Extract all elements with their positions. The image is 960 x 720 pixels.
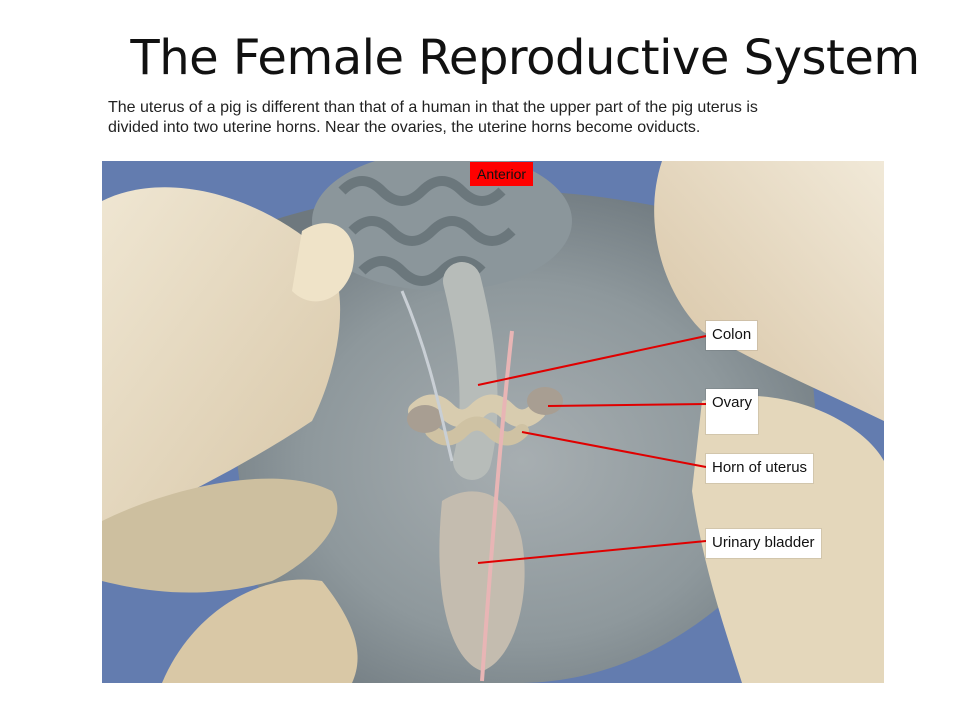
slide-title: The Female Reproductive System xyxy=(130,30,920,86)
caption-line-2: divided into two uterine horns. Near the… xyxy=(108,119,701,136)
label-horn-of-uterus: Horn of uterus xyxy=(706,454,814,483)
dissection-illustration xyxy=(102,161,884,683)
caption-line-1: The uterus of a pig is different than th… xyxy=(108,99,758,116)
label-colon: Colon xyxy=(706,321,758,350)
label-urinary-bladder: Urinary bladder xyxy=(706,529,821,558)
dissection-photo xyxy=(102,161,884,683)
slide-caption: The uterus of a pig is different than th… xyxy=(108,98,868,138)
anterior-label: Anterior xyxy=(470,162,534,186)
label-ovary: Ovary xyxy=(706,389,759,434)
